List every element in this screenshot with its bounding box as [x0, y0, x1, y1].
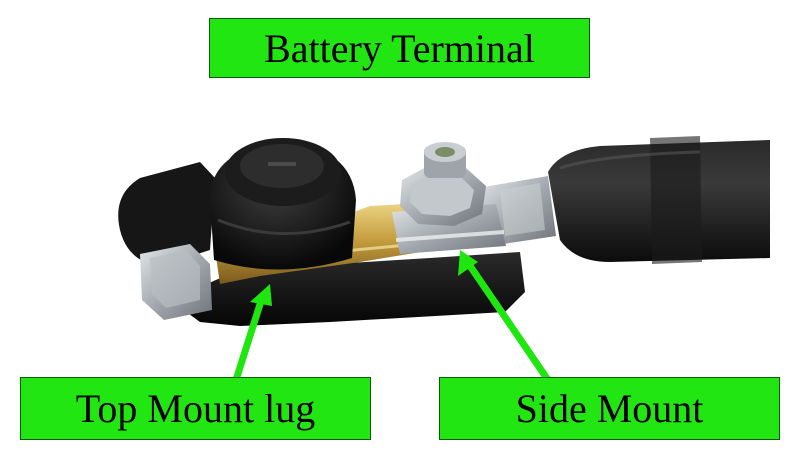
title-label: Battery Terminal [209, 18, 590, 78]
side-mount-label: Side Mount [439, 377, 780, 440]
arrow-side-mount [458, 250, 551, 382]
top-mount-cap [210, 138, 356, 270]
arrow-top-mount [232, 284, 272, 382]
top-mount-label: Top Mount lug [20, 377, 371, 440]
lug-bolt [140, 244, 212, 320]
cable [548, 136, 770, 264]
hex-nut [400, 142, 486, 226]
